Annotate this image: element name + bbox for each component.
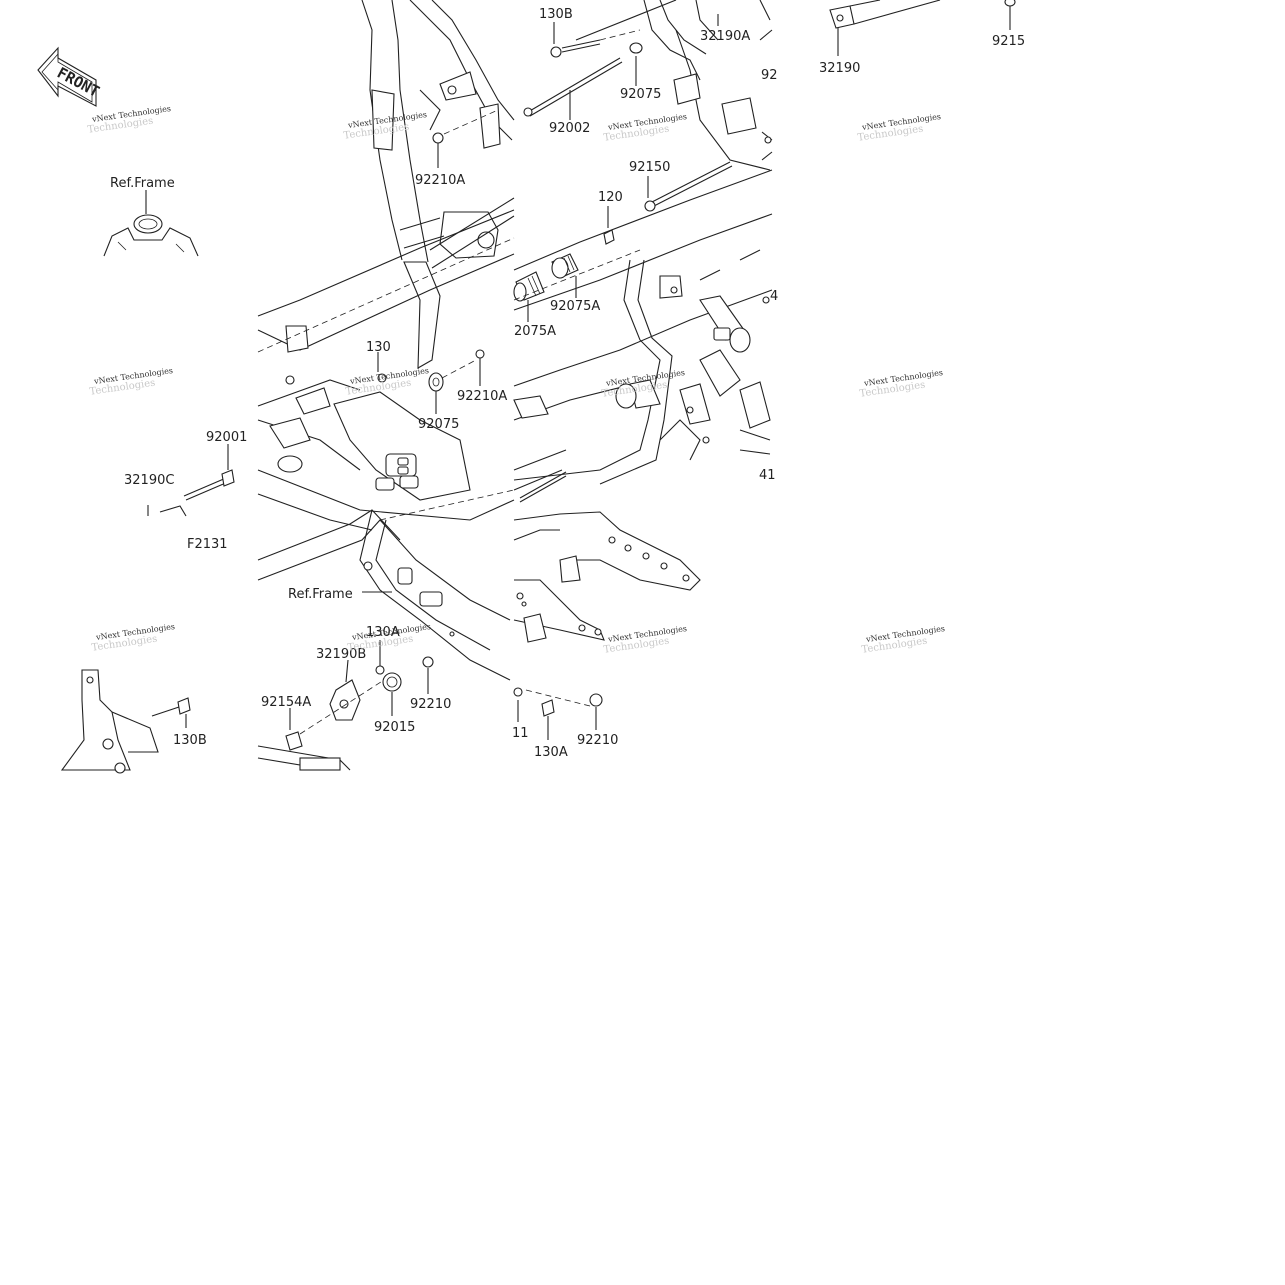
callout-labels: 130B 32190A 92 32190 9215 92075 92002 92… — [124, 7, 1025, 760]
callout-label: 92210A — [415, 173, 465, 188]
callout-label: 130A — [366, 625, 400, 640]
callout-label: 130 — [366, 340, 391, 355]
callout-label: 92210 — [410, 697, 451, 712]
callout-label: 92001 — [206, 430, 247, 445]
callout-label: 92154A — [261, 695, 311, 710]
callout-label: 32190C — [124, 473, 174, 488]
bushing-92075a — [551, 253, 579, 298]
callout-label: 92015 — [374, 720, 415, 735]
callout-label: 130B — [173, 733, 207, 748]
callout-label: 32190B — [316, 647, 366, 662]
callout-label: 32190A — [700, 29, 750, 44]
callout-label: 2075A — [514, 324, 556, 339]
front-arrow-icon: FRONT — [37, 46, 102, 107]
callout-label: 92210 — [577, 733, 618, 748]
callout-label: 4 — [770, 289, 778, 304]
callout-label: 32190 — [819, 61, 860, 76]
callout-label: 92150 — [629, 160, 670, 175]
inset-bracket-32190c: F2131 — [147, 444, 235, 552]
callout-label: 130B — [539, 7, 573, 22]
frame-rear-bracket — [513, 511, 701, 740]
callout-label: 120 — [598, 190, 623, 205]
frame-main-tube: Ref.Frame — [257, 0, 515, 681]
callout-label: 92002 — [549, 121, 590, 136]
callout-label: 92075 — [418, 417, 459, 432]
inset-bracket-130b — [60, 669, 191, 774]
callout-label: 41 — [759, 468, 776, 483]
bushing-2075a — [513, 249, 641, 322]
diagram-code: F2131 — [187, 537, 228, 552]
inset-ref-frame-head: Ref.Frame — [103, 176, 199, 257]
callout-label: 9215 — [992, 34, 1025, 49]
callout-label: 92 — [761, 68, 778, 83]
watermarks: Technologies vNext Technologies Technolo… — [87, 104, 946, 656]
fasteners-center — [257, 109, 499, 771]
callout-label: 130A — [534, 745, 568, 760]
callout-label: 11 — [512, 726, 529, 741]
callout-label: 92075A — [550, 299, 600, 314]
bracket-32190 — [829, 0, 1016, 56]
ref-frame-label-2: Ref.Frame — [288, 587, 353, 602]
frame-upper-right — [513, 0, 773, 503]
callout-label: 92075 — [620, 87, 661, 102]
ref-frame-label: Ref.Frame — [110, 176, 175, 191]
callout-label: 92210A — [457, 389, 507, 404]
